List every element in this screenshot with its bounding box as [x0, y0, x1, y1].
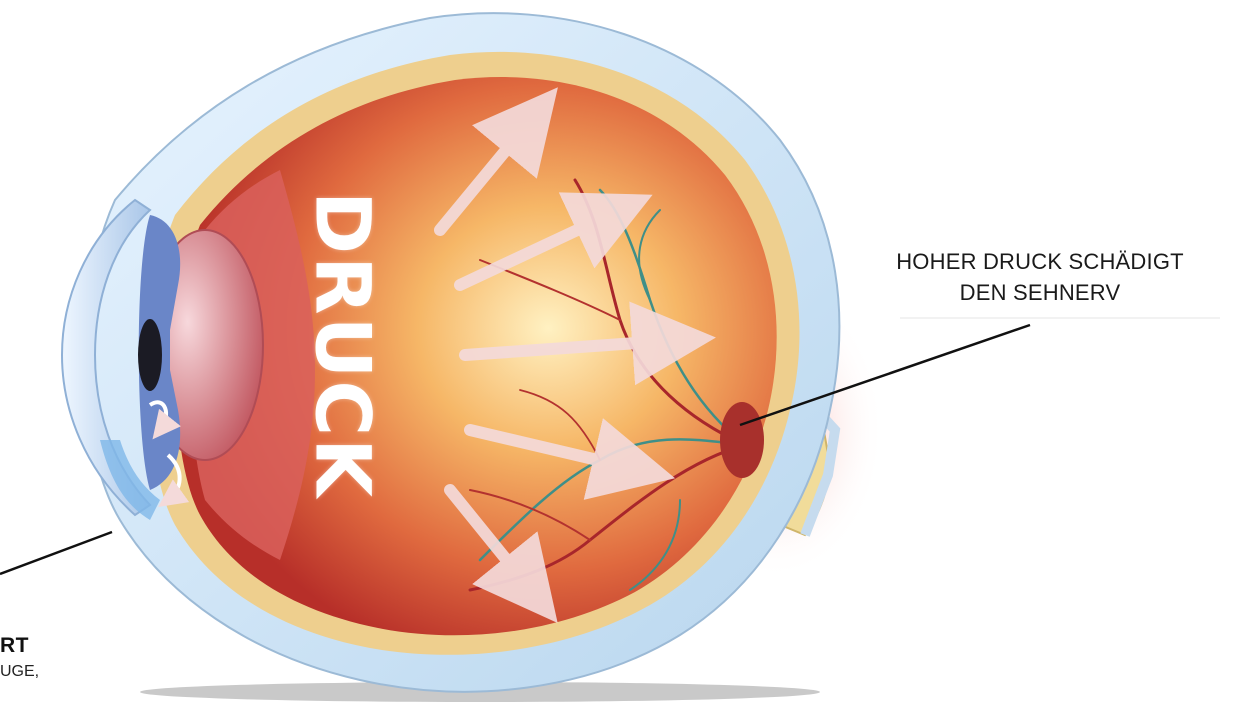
pressure-label: DRUCK	[299, 191, 388, 499]
callout-line-1: HOHER DRUCK SCHÄDIGT	[840, 246, 1240, 277]
callout-line-2: DEN SEHNERV	[840, 277, 1240, 308]
leader-line-front	[0, 532, 112, 574]
front-callout-title: RT	[0, 634, 29, 658]
front-callout-text: UGE,	[0, 663, 39, 681]
pupil	[138, 319, 162, 391]
optic-disc	[720, 402, 764, 478]
optic-nerve-callout: HOHER DRUCK SCHÄDIGT DEN SEHNERV	[840, 246, 1240, 308]
